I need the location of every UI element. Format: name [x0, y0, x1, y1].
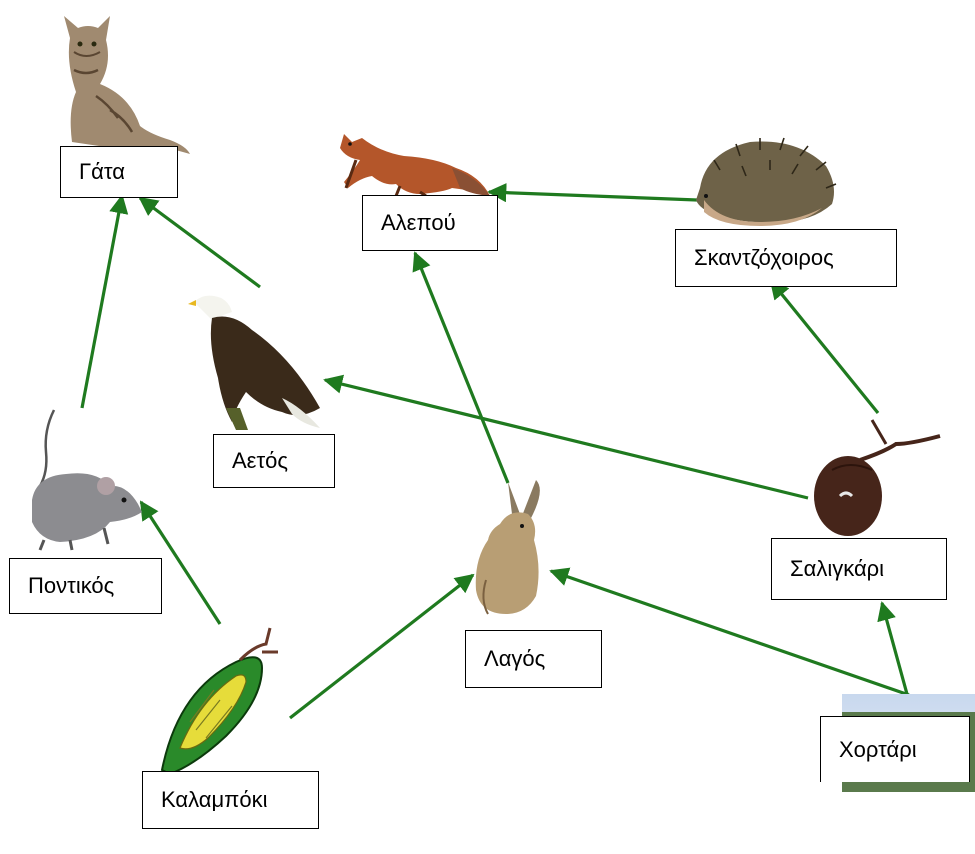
label-mouse: Ποντικός [9, 558, 162, 614]
label-cat: Γάτα [60, 146, 178, 198]
fox-icon [340, 134, 490, 196]
label-eagle: Αετός [213, 434, 335, 488]
arrow-hare-to-fox [415, 253, 508, 483]
label-corn: Καλαμπόκι [142, 771, 319, 829]
arrow-corn-to-hare [290, 575, 473, 718]
eagle-icon [188, 296, 320, 430]
hare-icon [476, 480, 540, 614]
cat-icon [64, 16, 190, 154]
label-fox: Αλεπού [362, 195, 498, 251]
hedgehog-icon [696, 138, 836, 226]
arrow-grass-to-snail [882, 603, 907, 694]
label-hedgehog: Σκαντζόχοιρος [675, 229, 897, 287]
arrow-snail-to-hedgehog [771, 281, 878, 413]
label-grass: Χορτάρι [820, 716, 970, 782]
corn-icon [162, 628, 278, 774]
mouse-icon [32, 410, 142, 550]
arrow-hedgehog-to-fox [489, 192, 697, 200]
label-hare: Λαγός [465, 630, 602, 688]
arrow-eagle-to-cat [140, 198, 260, 287]
label-snail: Σαλιγκάρι [771, 538, 947, 600]
arrow-mouse-to-cat [82, 196, 122, 408]
snail-icon [814, 420, 940, 536]
arrow-snail-to-eagle [325, 380, 808, 498]
